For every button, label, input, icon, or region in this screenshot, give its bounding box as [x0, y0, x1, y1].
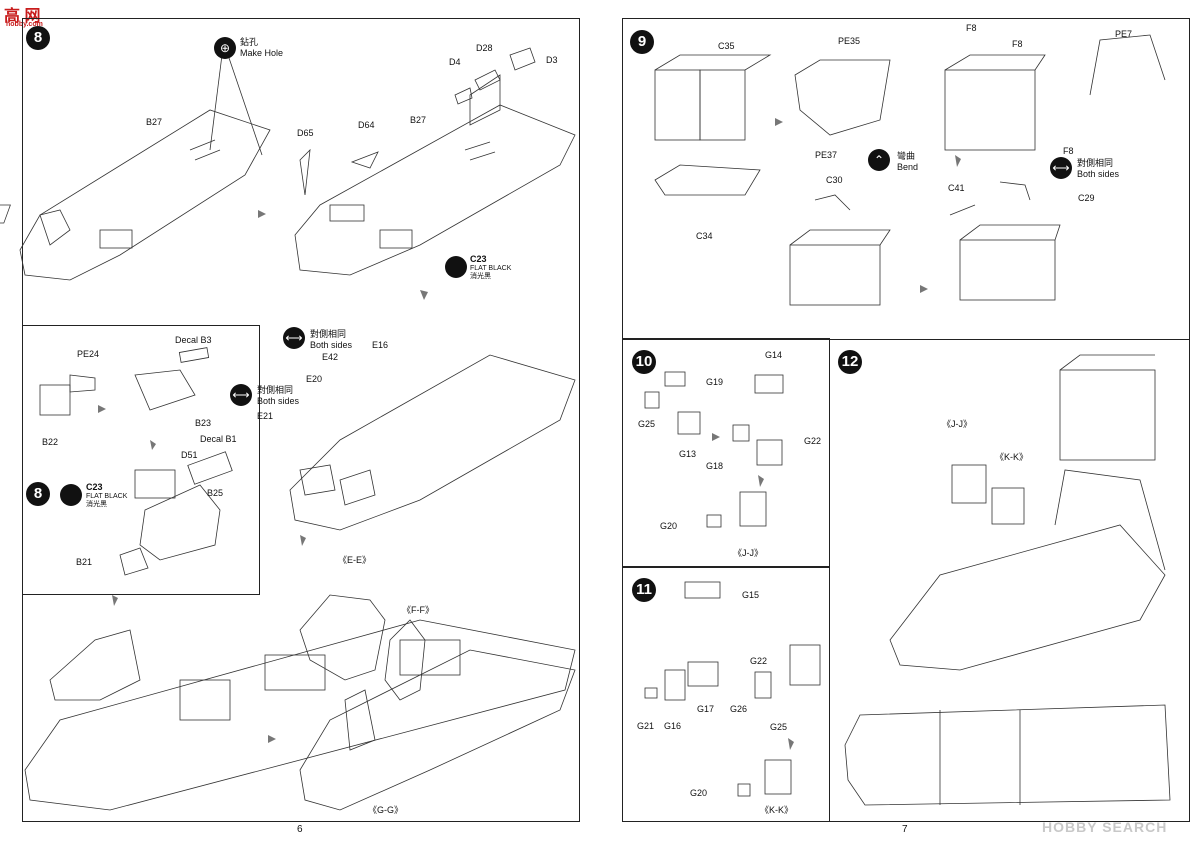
section-gg: 《G-G》	[368, 805, 403, 815]
label-g16: G16	[664, 721, 682, 731]
label-pe7: PE7	[1115, 29, 1133, 39]
label-g22-1: G22	[804, 436, 822, 446]
label-e21: E21	[257, 411, 274, 421]
step-8-number: 8	[26, 26, 50, 50]
both-sides-icon: ⟷	[283, 327, 305, 349]
flat-black-en: FLAT BLACK	[470, 265, 512, 272]
label-b25: B25	[207, 488, 224, 498]
label-g18: G18	[706, 461, 724, 471]
section-kk-step12: 《K-K》	[995, 452, 1029, 462]
label-e20: E20	[306, 374, 323, 384]
both-sides-en-3: Both sides	[1077, 169, 1120, 179]
step-10-number: 10	[632, 350, 656, 374]
label-b22: B22	[42, 437, 59, 447]
step-9-number: 9	[630, 30, 654, 54]
label-f8-2: F8	[1012, 39, 1023, 49]
label-g15: G15	[742, 590, 760, 600]
flat-black-zh-inset: 消光黑	[86, 501, 107, 508]
label-d65: D65	[297, 128, 314, 138]
step8-inset-box	[22, 325, 260, 595]
bend-zh: 彎曲	[897, 151, 916, 161]
both-sides-zh-1: 對側相同	[310, 329, 347, 339]
paint-brush-icon-inset	[60, 484, 82, 506]
label-c30: C30	[826, 175, 843, 185]
label-g25-2: G25	[770, 722, 788, 732]
step-8-number-inset: 8	[26, 482, 50, 506]
label-g26: G26	[730, 704, 748, 714]
both-sides-icon-3: ⟷	[1050, 157, 1072, 179]
bend-en: Bend	[897, 162, 919, 172]
section-kk-step11: 《K-K》	[760, 805, 794, 815]
section-jj: 《J-J》	[733, 548, 763, 558]
label-pe37: PE37	[815, 150, 838, 160]
label-d4: D4	[449, 57, 461, 67]
flat-black-zh: 消光黑	[470, 273, 491, 280]
bend-icon: ⌃	[868, 149, 890, 171]
label-g20-2: G20	[690, 788, 708, 798]
page-number-left: 6	[297, 824, 303, 835]
step11-panel	[622, 566, 830, 822]
both-sides-en-1: Both sides	[310, 340, 353, 350]
label-c35: C35	[718, 41, 735, 51]
label-g14: G14	[765, 350, 783, 360]
label-g13: G13	[679, 449, 697, 459]
both-sides-en-2: Both sides	[257, 396, 300, 406]
both-sides-zh-2: 對側相同	[257, 385, 294, 395]
step-11-number: 11	[632, 578, 656, 602]
label-d28: D28	[476, 43, 493, 53]
watermark-hobby-search: HOBBY SEARCH	[1042, 819, 1168, 835]
label-decal-b1: Decal B1	[200, 434, 237, 444]
step10-panel	[622, 338, 830, 568]
label-d64: D64	[358, 120, 375, 130]
paint-brush-icon	[445, 256, 467, 278]
label-g22-2: G22	[750, 656, 768, 666]
label-b23: B23	[195, 418, 212, 428]
label-e16: E16	[372, 340, 389, 350]
make-hole-zh: 鉆孔	[240, 37, 259, 47]
make-hole-en: Make Hole	[240, 48, 284, 58]
label-c34: C34	[696, 231, 713, 241]
label-g19: G19	[706, 377, 724, 387]
label-d3: D3	[546, 55, 558, 65]
label-f8-1: F8	[966, 23, 977, 33]
section-ee: 《E-E》	[338, 555, 372, 565]
label-b27-1: B27	[146, 117, 163, 127]
label-d51: D51	[181, 450, 198, 460]
drill-icon: ⊕	[214, 37, 236, 59]
label-g25-1: G25	[638, 419, 656, 429]
watermark-logo: 高 网	[4, 8, 41, 25]
label-g17: G17	[697, 704, 715, 714]
label-b21: B21	[76, 557, 93, 567]
label-b27-2: B27	[410, 115, 427, 125]
paint-code-c23: C23	[470, 254, 487, 264]
step9-panel	[622, 18, 1190, 340]
watermark-url: hobby.com	[6, 21, 43, 28]
label-decal-b3: Decal B3	[175, 335, 212, 345]
both-sides-icon-2: ⟷	[230, 384, 252, 406]
label-pe35: PE35	[838, 36, 861, 46]
label-pe24: PE24	[77, 349, 100, 359]
page-number-right: 7	[902, 824, 908, 835]
section-jj-step12: 《J-J》	[942, 419, 972, 429]
label-c29: C29	[1078, 193, 1095, 203]
label-g21: G21	[637, 721, 655, 731]
label-e42: E42	[322, 352, 339, 362]
label-g20-1: G20	[660, 521, 678, 531]
label-c41: C41	[948, 183, 965, 193]
both-sides-zh-3: 對側相同	[1077, 158, 1114, 168]
section-ff: 《F-F》	[402, 605, 434, 615]
flat-black-en-inset: FLAT BLACK	[86, 493, 128, 500]
paint-code-c23-inset: C23	[86, 482, 103, 492]
label-f8-3: F8	[1063, 146, 1074, 156]
step-12-number: 12	[838, 350, 862, 374]
